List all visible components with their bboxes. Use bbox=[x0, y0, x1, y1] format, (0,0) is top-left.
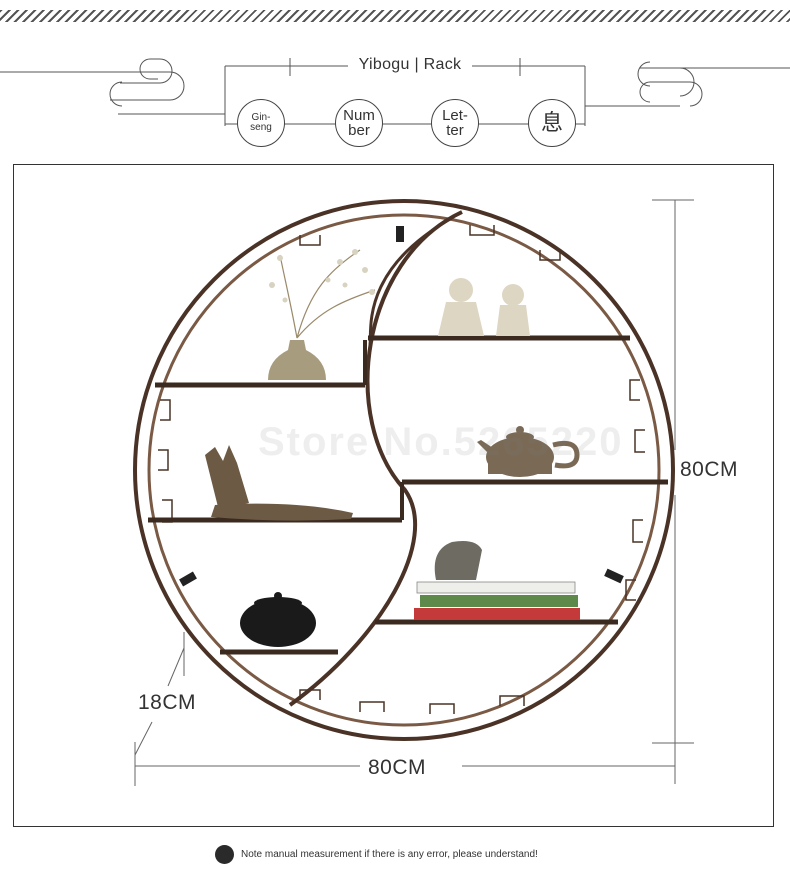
badge-ginseng: Gin-seng bbox=[237, 99, 285, 147]
vase-with-branches bbox=[268, 249, 376, 380]
teapot bbox=[477, 426, 580, 477]
depth-dimension: 18CM bbox=[138, 691, 197, 714]
page-title: Yibogu | Rack bbox=[348, 56, 472, 74]
width-dimension: 80CM bbox=[368, 756, 427, 779]
outer-ring bbox=[133, 199, 675, 741]
badge-letter: Let-ter bbox=[431, 99, 479, 147]
product-frame bbox=[13, 164, 774, 827]
badge-xi: 息 bbox=[528, 99, 576, 147]
top-hatch-border bbox=[0, 10, 790, 22]
bullet-dot-icon bbox=[215, 845, 234, 864]
dimension-lines bbox=[134, 199, 694, 786]
monk-figurines bbox=[438, 278, 530, 336]
footer-note: Note manual measurement if there is any … bbox=[215, 845, 538, 864]
height-dimension: 80CM bbox=[680, 458, 739, 481]
wall-bracket-right bbox=[604, 568, 624, 584]
footer-note-text: Note manual measurement if there is any … bbox=[241, 849, 538, 860]
inner-ring bbox=[147, 213, 661, 727]
hand-sculpture bbox=[205, 445, 353, 521]
lidded-jar bbox=[240, 592, 316, 647]
header-decoration bbox=[0, 58, 790, 126]
wall-hook bbox=[396, 226, 404, 242]
wall-bracket-left bbox=[179, 571, 197, 587]
stone-and-books bbox=[414, 541, 580, 620]
store-watermark: Store No.5265220 bbox=[258, 420, 624, 464]
